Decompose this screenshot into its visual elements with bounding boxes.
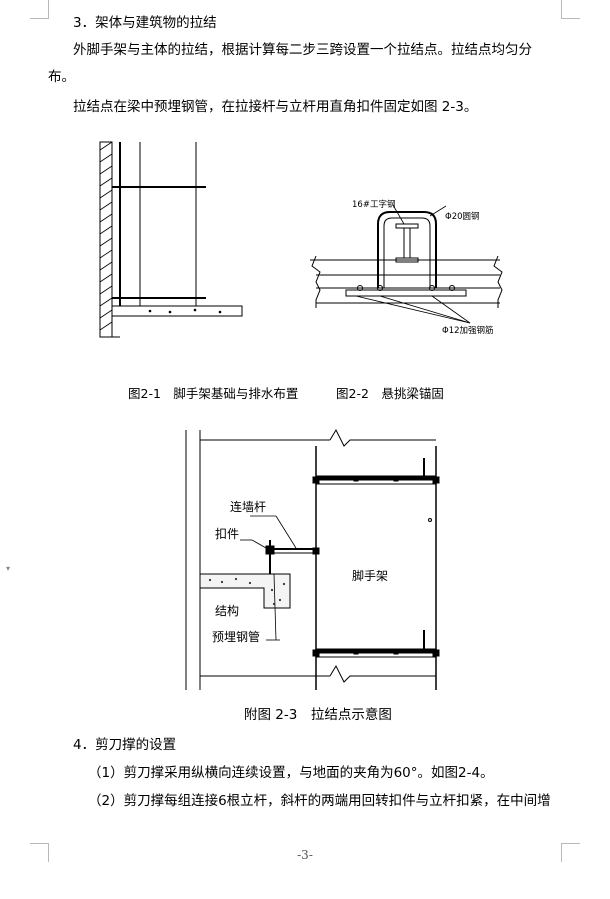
page-number: -3- (297, 848, 313, 862)
fig-2-2-label-i-beam: 16#工字钢 (352, 200, 396, 210)
fig-2-3-label-structure: 结构 (215, 604, 240, 618)
section-4-item-1: （1）剪刀撑采用纵横向连续设置，与地面的夹角为60°。如图2-4。 (88, 765, 494, 781)
crop-mark-bottom-right (561, 843, 580, 862)
crop-mark-top-left (30, 0, 49, 19)
margin-marker-icon: ▾ (6, 564, 11, 573)
figure-2-1-caption: 图2-1 脚手架基础与排水布置 (128, 386, 299, 401)
figure-2-2-drawing (310, 204, 503, 324)
crop-mark-bottom-left (30, 843, 49, 862)
fig-2-3-label-clamp: 扣件 (215, 527, 240, 541)
section-3-paragraph-1-line-2: 布。 (48, 69, 75, 85)
fig-2-2-label-round-steel: Φ20圆钢 (445, 212, 480, 222)
section-3-heading: 3．架体与建筑物的拉结 (73, 15, 217, 31)
fig-2-2-label-rebar: Φ12加强钢筋 (442, 326, 494, 336)
fig-2-3-label-scaffold: 脚手架 (352, 569, 389, 583)
section-4-heading: 4．剪刀撑的设置 (73, 737, 177, 753)
figure-2-1-drawing (99, 141, 243, 338)
crop-mark-top-right (561, 0, 580, 19)
section-4-item-2: （2）剪刀撑每组连接6根立杆，斜杆的两端用回转扣件与立杆扣紧，在中间增 (88, 793, 551, 809)
fig-2-3-label-wall-tie: 连墙杆 (230, 500, 267, 514)
fig-2-3-label-embedded-pipe: 预埋钢管 (212, 630, 261, 644)
section-3-paragraph-2: 拉结点在梁中预埋钢管，在拉接杆与立杆用直角扣件固定如图 2-3。 (73, 99, 478, 115)
figure-2-3-caption: 附图 2-3 拉结点示意图 (244, 707, 392, 723)
figure-2-2-caption: 图2-2 悬挑梁锚固 (336, 386, 444, 401)
section-3-paragraph-1-line-1: 外脚手架与主体的拉结，根据计算每二步三跨设置一个拉结点。拉结点均匀分 (73, 42, 532, 58)
